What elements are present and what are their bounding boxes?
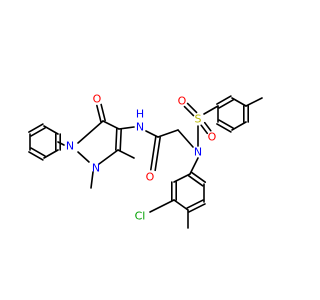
chlorotolyl-ring-bond-5-b — [187, 174, 204, 187]
bond-c5-methyl — [117, 149, 135, 159]
atom-n-pyrazole-2: N — [92, 162, 100, 175]
bond-carbonyl-ch2 — [157, 129, 179, 138]
bond-carbonyl-o-b — [154, 136, 161, 172]
bond-s-aryl — [203, 105, 219, 115]
bond-s-o2-a — [200, 124, 209, 135]
bond-c3-o-b — [96, 104, 102, 123]
phenyl-ring-bond-3-b — [30, 147, 46, 157]
atom-o-amide: O — [146, 171, 155, 184]
bond-c5-c4-a — [119, 128, 122, 151]
chlorotolyl-ring-bond-5-a — [190, 171, 207, 184]
chlorotolyl-ring-bond-3-b — [186, 199, 204, 209]
atom-cl: Cl — [135, 210, 146, 223]
phenyl-ring-bond-4 — [43, 149, 59, 159]
bond-n2-methyl — [90, 171, 94, 189]
bond-s-o1-a — [186, 102, 198, 114]
atom-h-amide: H — [136, 108, 144, 121]
atom-label-layer: O N N N H O N S O O Cl — [66, 93, 217, 223]
atom-o-pyrazolone: O — [93, 93, 102, 106]
atom-n-pyrazole-1: N — [66, 140, 74, 153]
tolyl-ring-bond-1 — [231, 97, 247, 107]
bond-layer — [28, 95, 263, 229]
chlorotolyl-ring-bond-2 — [173, 199, 189, 211]
chlorotolyl-ring-bond-0 — [173, 173, 191, 183]
tolyl-ring-bond-0-b — [216, 95, 232, 105]
bond-n-aryl — [189, 157, 199, 175]
tolyl-ring-bond-3 — [231, 121, 247, 131]
chlorotolyl-ring-bond-3-a — [188, 203, 206, 213]
bond-c4-nh — [118, 126, 135, 130]
tolyl-ring-bond-4-b — [216, 123, 232, 133]
phenyl-ring-bond-0 — [43, 125, 59, 135]
bond-s-o1-b — [183, 105, 195, 117]
bond-c4-c3 — [102, 120, 120, 130]
bond-carbonyl-o-a — [150, 135, 157, 171]
tolyl-ring-bond-4-a — [218, 119, 234, 129]
bond-ch2-n — [177, 129, 194, 148]
atom-n-sulfonamide: N — [194, 146, 202, 159]
bond-s-o2-b — [203, 121, 212, 132]
tolyl-ring-bond-0-a — [218, 99, 234, 109]
phenyl-ring-bond-3-a — [28, 151, 44, 161]
bond-c3-n1 — [77, 120, 104, 144]
phenyl-ring-bond-1-b — [30, 127, 46, 137]
bond-phenyl-n1 — [57, 141, 65, 146]
phenyl-ring-bond-1-a — [28, 123, 44, 133]
molecule-structure: O N N N H O N S O O Cl — [0, 0, 300, 300]
bond-n2-c5 — [98, 149, 119, 165]
atom-n-amide: N — [136, 121, 144, 134]
bond-c3-o-a — [100, 103, 106, 122]
atom-o-sulfonyl-1: O — [178, 95, 187, 108]
atom-o-sulfonyl-2: O — [208, 131, 217, 144]
atom-s-sulfonyl: S — [195, 113, 202, 126]
canvas-background — [0, 0, 300, 300]
bond-tolyl-methyl — [245, 97, 263, 107]
bond-c5-c4-b — [115, 128, 118, 151]
bond-n1-n2 — [77, 151, 90, 163]
bond-aryl-cl — [149, 199, 175, 213]
